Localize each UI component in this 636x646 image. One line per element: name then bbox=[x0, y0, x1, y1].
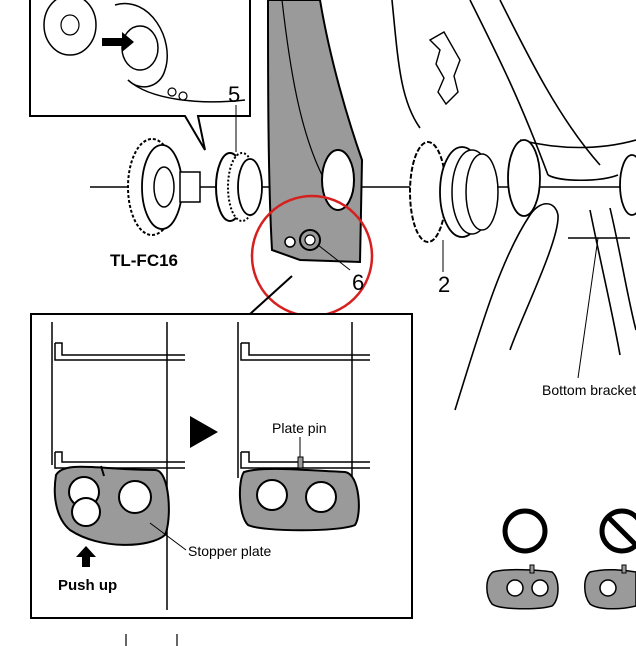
push-up-label: Push up bbox=[58, 577, 117, 594]
step-arrow-icon bbox=[190, 416, 218, 448]
push-up-arrow-icon bbox=[76, 546, 96, 567]
tool-tl-fc16 bbox=[127, 138, 201, 236]
plate-pin-label: Plate pin bbox=[272, 420, 326, 436]
stopper-plate-label: Stopper plate bbox=[188, 543, 271, 559]
part-2-label: 2 bbox=[438, 272, 450, 297]
incorrect-example bbox=[584, 508, 636, 610]
bottom-bracket-label: Bottom bracket bbox=[542, 382, 636, 398]
part-5-cap bbox=[215, 105, 263, 222]
part-6-leader bbox=[317, 244, 351, 271]
bicycle-frame bbox=[391, 0, 636, 411]
detail-inset bbox=[30, 275, 413, 619]
correct-circle-icon bbox=[502, 508, 548, 554]
part-5-label: 5 bbox=[228, 82, 240, 107]
part-6-label: 6 bbox=[352, 270, 364, 295]
tool-callout bbox=[29, 0, 251, 151]
crank-arm bbox=[267, 0, 364, 264]
part-2-bb-cup bbox=[409, 141, 499, 272]
tool-label: TL-FC16 bbox=[110, 251, 178, 270]
correct-example bbox=[486, 508, 559, 610]
prohibited-icon bbox=[599, 508, 636, 554]
